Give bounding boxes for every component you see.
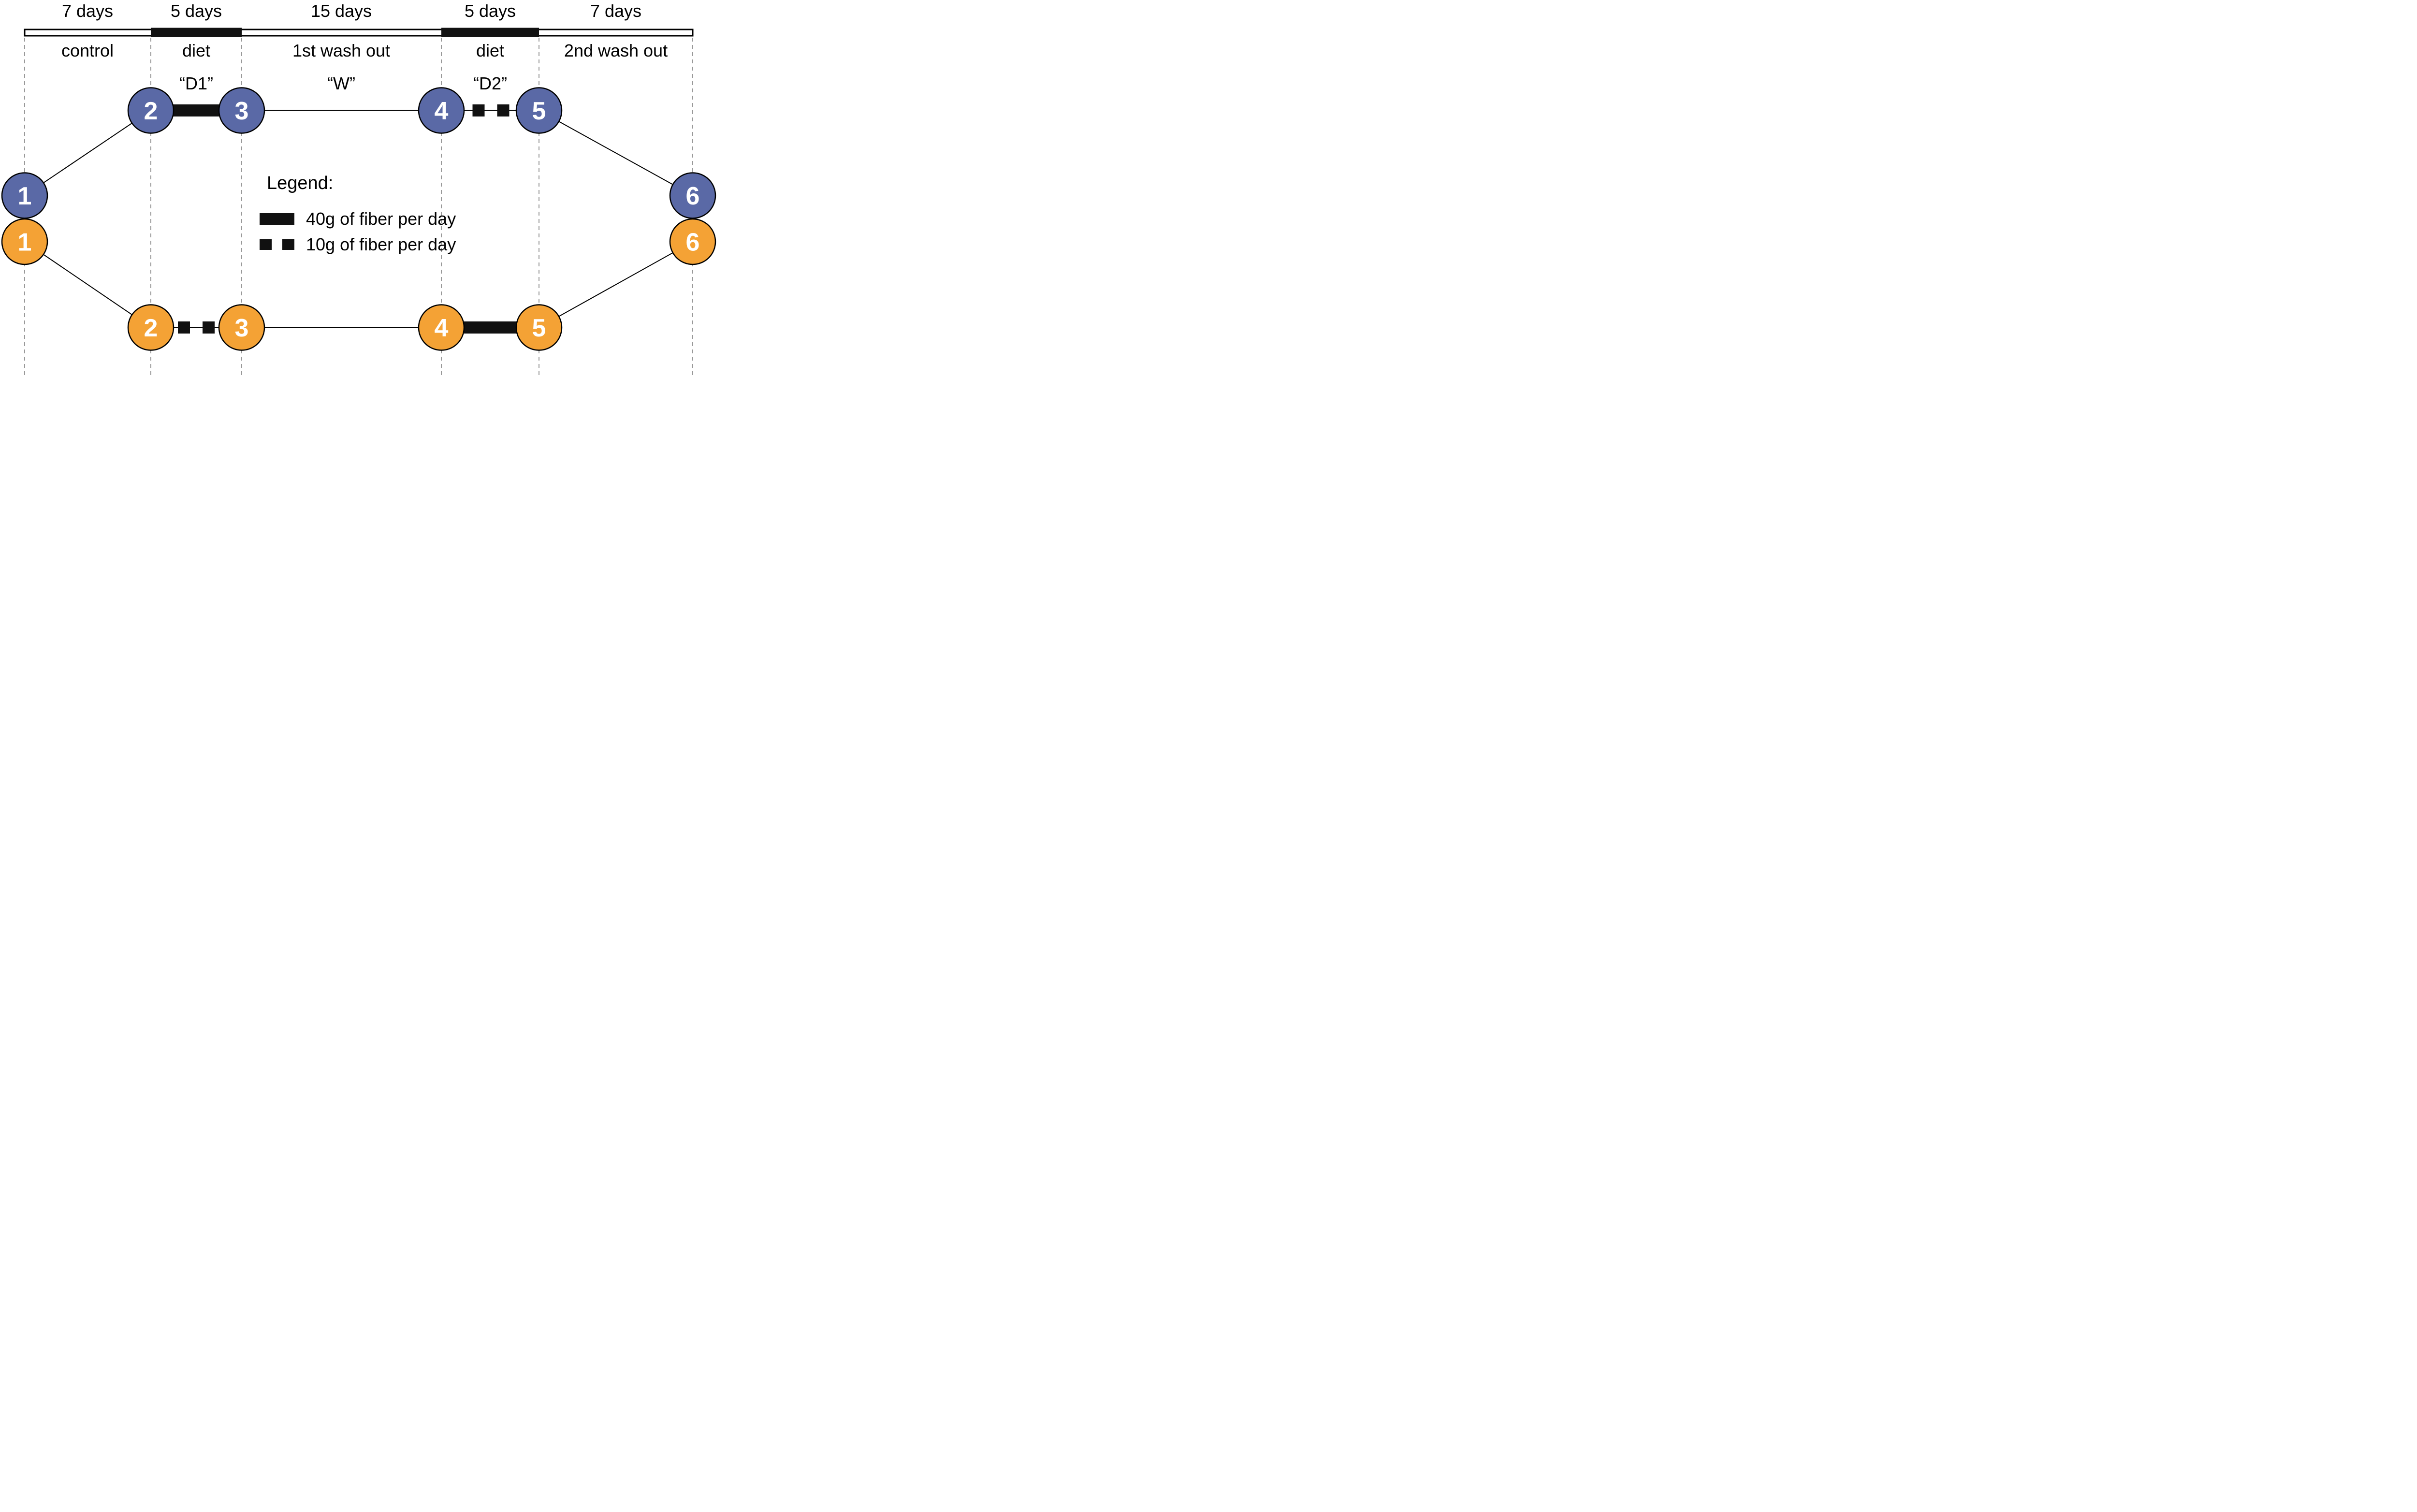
duration-label-washout2: 7 days [590,1,642,21]
orange-arm-10g-fiber-square-1 [178,321,190,334]
blue-arm-10g-fiber-square-1 [472,104,485,116]
phase-label-control: control [61,41,114,60]
orange-node-1 [1,218,48,265]
orange-node-3-number: 3 [235,314,249,342]
timeline-diet2-segment [441,28,539,37]
orange-node-5 [515,304,563,351]
orange-arm-10g-fiber-square-2 [203,321,215,334]
duration-label-control: 7 days [61,1,114,21]
orange-node-5-number: 5 [532,314,546,342]
legend-item-40g: 40g of fiber per day [260,209,456,229]
legend-item-10g: 10g of fiber per day [260,234,456,254]
blue-node-2-number: 2 [144,97,158,125]
duration-label-washout1: 15 days [310,1,372,21]
legend-title: Legend: [267,173,334,193]
blue-node-4 [418,87,465,134]
phase-label-diet1: diet [182,41,211,60]
blue-node-2 [127,87,175,134]
blue-node-4-number: 4 [435,97,449,125]
timeline-bar [24,29,694,37]
diagram-canvas: 1 2 3 4 5 6 1 2 3 4 5 6 [1,28,716,378]
blue-arm-connector-1-2 [24,110,151,196]
blue-arm-10g-fiber-square-2 [497,104,510,116]
duration-label-diet1: 5 days [170,1,222,21]
blue-node-3-number: 3 [235,97,249,125]
orange-node-2-number: 2 [144,314,158,342]
orange-node-4 [418,304,465,351]
orange-node-2 [127,304,175,351]
orange-node-3 [218,304,265,351]
blue-node-3 [218,87,265,134]
blue-node-1-number: 1 [18,182,32,210]
code-label-w: “W” [327,73,355,93]
blue-node-6 [669,172,716,219]
legend-10g-square-2 [282,239,294,250]
legend-10g-square-1 [260,239,272,250]
code-label-d2: “D2” [473,73,507,93]
study-design-figure: 1 2 3 4 5 6 1 2 3 4 5 6 7 days 5 days 15… [0,0,720,378]
orange-arm-connector-5-6 [539,241,693,328]
orange-node-6-number: 6 [686,229,700,257]
timeline-diet1-segment [151,28,242,37]
orange-node-6 [669,218,716,265]
phase-label-diet2: diet [476,41,505,60]
orange-node-4-number: 4 [435,314,449,342]
phase-label-washout2: 2nd wash out [564,41,668,60]
blue-node-1 [1,172,48,219]
legend-10g-label: 10g of fiber per day [306,234,456,254]
code-label-d1: “D1” [179,73,213,93]
blue-node-5 [515,87,563,134]
blue-arm-connector-5-6 [539,110,693,196]
orange-node-1-number: 1 [18,229,32,257]
legend-10g-squares-swatch-icon [260,239,294,250]
legend-40g-bar-swatch-icon [260,213,294,225]
blue-node-5-number: 5 [532,97,546,125]
legend-40g-label: 40g of fiber per day [306,209,456,229]
duration-label-diet2: 5 days [464,1,516,21]
phase-label-washout1: 1st wash out [292,41,391,60]
orange-arm-connector-1-2 [24,241,151,328]
blue-node-6-number: 6 [686,182,700,210]
